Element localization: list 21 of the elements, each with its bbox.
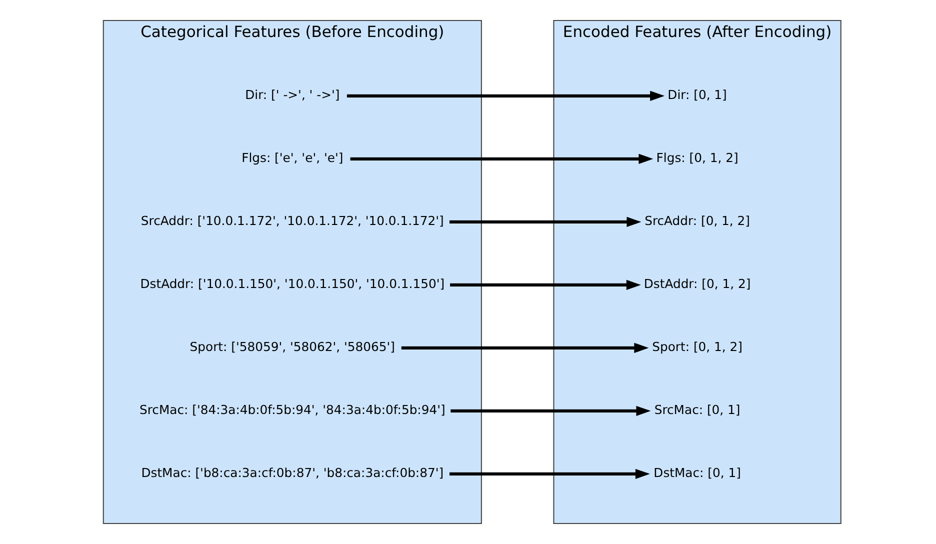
arrow — [350, 154, 654, 164]
node-text: SrcMac: ['84:3a:4b:0f:5b:94', '84:3a:4b:0f:5b:94'] — [139, 402, 446, 418]
node-text: SrcAddr: ['10.0.1.172', '10.0.1.172', '10.0.1.172'] — [140, 213, 444, 228]
node-text: Flgs: [0, 1, 2] — [656, 150, 738, 166]
node-text: Dir: [' ->', ' ->'] — [245, 87, 340, 102]
arrow — [346, 90, 665, 101]
node-text: DstMac: [0, 1] — [654, 465, 741, 480]
arrow — [449, 468, 650, 479]
node-text: Dir: [0, 1] — [668, 87, 727, 102]
node-text: DstAddr: [0, 1, 2] — [644, 276, 751, 292]
node-text: DstMac: ['b8:ca:3a:cf:0b:87', 'b8:ca:3a:cf:0b:87'] — [141, 465, 444, 480]
node-text: Sport: [0, 1, 2] — [652, 339, 742, 354]
node-text: DstAddr: ['10.0.1.150', '10.0.1.150', '10.0.1.150'] — [140, 276, 445, 292]
arrow — [449, 216, 642, 227]
node-text: SrcMac: [0, 1] — [654, 402, 740, 418]
node-text: Sport: ['58059', '58062', '58065'] — [190, 339, 396, 354]
arrow — [450, 406, 651, 416]
node-text: SrcAddr: [0, 1, 2] — [644, 213, 750, 228]
arrow — [450, 280, 641, 290]
arrow — [401, 342, 649, 353]
node-text: Flgs: ['e', 'e', 'e'] — [242, 150, 344, 166]
